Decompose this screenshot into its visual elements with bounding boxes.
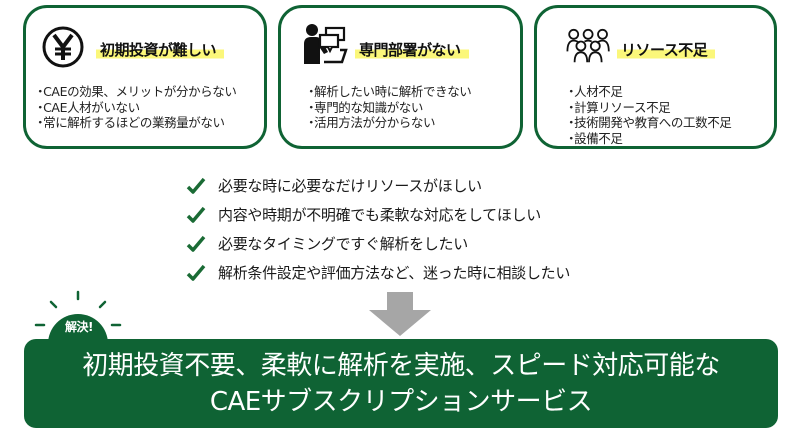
person-at-computer-icon (304, 24, 348, 64)
checkmark-icon (186, 235, 206, 252)
need-text: 解析条件設定や評価方法など、迷った時に相談したい (218, 264, 571, 282)
checkmark-icon (186, 264, 206, 281)
problem-card-resource-shortage: リソース不足 人材不足 計算リソース不足 技術開発や教育への工数不足 設備不足 (534, 5, 777, 149)
group-of-people-icon (566, 28, 610, 63)
problem-item: 解析したい時に解析できない (305, 84, 472, 100)
problem-item: 専門的な知識がない (305, 100, 471, 116)
solved-badge: 解決! (65, 320, 93, 334)
checkmark-icon (186, 206, 206, 223)
problem-item: 人材不足 (565, 84, 731, 100)
problem-item: 活用方法が分からない (305, 115, 471, 131)
problem-item: CAE人材がいない (34, 100, 237, 116)
problem-title: リソース不足 (617, 39, 716, 60)
solution-line-2: CAEサブスクリプションサービス (209, 386, 593, 417)
need-text: 必要な時に必要なだけリソースがほしい (218, 177, 482, 195)
need-text: 内容や時期が不明確でも柔軟な対応をしてほしい (218, 206, 541, 224)
problem-item: 常に解析するほどの業務量がない (34, 115, 237, 131)
need-item: 必要なタイミングですぐ解析をしたい (186, 229, 570, 258)
problem-title: 専門部署がない (355, 39, 469, 60)
solved-sunburst-icon (34, 290, 122, 344)
problem-item: 設備不足 (565, 131, 731, 147)
needs-checklist: 必要な時に必要なだけリソースがほしい 内容や時期が不明確でも柔軟な対応をしてほし… (186, 171, 570, 287)
need-item: 内容や時期が不明確でも柔軟な対応をしてほしい (186, 200, 570, 229)
solution-line-1: 初期投資不要、柔軟に解析を実施、スピード対応可能な (82, 350, 720, 381)
problem-card-no-specialist-dept: 専門部署がない 解析したい時に解析できない 専門的な知識がない 活用方法が分から… (278, 5, 523, 149)
yen-icon (42, 26, 84, 68)
problem-card-initial-investment: 初期投資が難しい CAEの効果、メリットが分からない CAE人材がいない 常に解… (23, 5, 267, 149)
down-arrow-icon (369, 292, 431, 336)
problem-list: CAEの効果、メリットが分からない CAE人材がいない 常に解析するほどの業務量… (34, 84, 237, 131)
problem-list: 解析したい時に解析できない 専門的な知識がない 活用方法が分からない (305, 84, 472, 131)
need-text: 必要なタイミングですぐ解析をしたい (218, 235, 468, 253)
problem-title: 初期投資が難しい (96, 39, 225, 60)
checkmark-icon (186, 177, 206, 194)
problem-item: 技術開発や教育への工数不足 (565, 115, 732, 131)
need-item: 必要な時に必要なだけリソースがほしい (186, 171, 570, 200)
need-item: 解析条件設定や評価方法など、迷った時に相談したい (186, 258, 570, 287)
problem-list: 人材不足 計算リソース不足 技術開発や教育への工数不足 設備不足 (565, 84, 732, 147)
problem-item: CAEの効果、メリットが分からない (34, 84, 237, 100)
problem-item: 計算リソース不足 (565, 100, 731, 116)
solution-banner: 初期投資不要、柔軟に解析を実施、スピード対応可能な CAEサブスクリプションサー… (24, 339, 778, 428)
